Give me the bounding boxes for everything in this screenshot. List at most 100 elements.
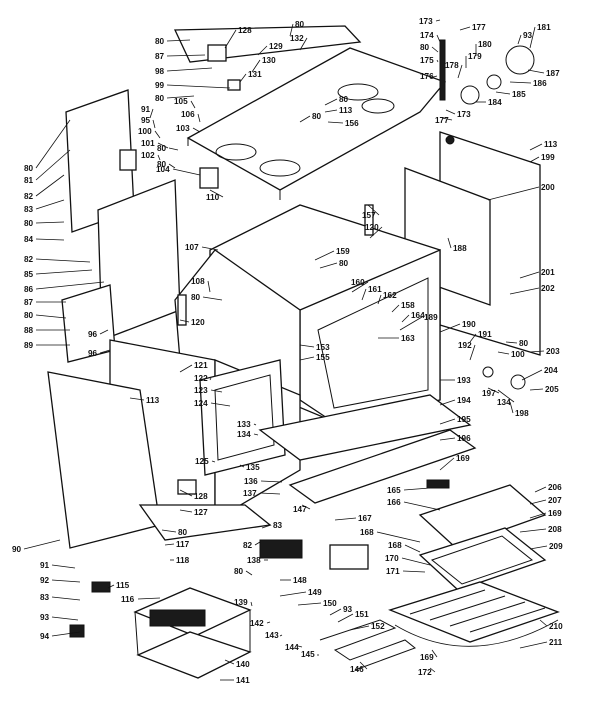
leader-line-188 — [447, 237, 452, 249]
part-label-204: 204 — [544, 366, 558, 375]
part-label-178: 178 — [445, 61, 459, 70]
leader-line-102 — [157, 154, 161, 161]
part-label-135: 135 — [246, 463, 260, 472]
part-label-189: 189 — [424, 313, 438, 322]
leader-line-175 — [436, 59, 439, 63]
leader-line-142 — [266, 621, 271, 624]
leader-line-170 — [401, 557, 431, 566]
leader-line-124 — [210, 402, 231, 407]
part-label-80: 80 — [24, 219, 34, 228]
part-label-85: 85 — [24, 270, 34, 279]
part-label-116: 116 — [121, 595, 135, 604]
leader-line-80 — [299, 115, 311, 123]
oven-floor-plates — [258, 394, 477, 504]
leader-line-93 — [517, 34, 522, 45]
part-label-203: 203 — [546, 347, 560, 356]
leader-line-93 — [329, 608, 342, 616]
leader-line-194 — [439, 399, 456, 406]
part-label-146: 146 — [350, 665, 364, 674]
part-label-188: 188 — [453, 244, 467, 253]
part-label-84: 84 — [24, 235, 34, 244]
part-label-172: 172 — [418, 668, 432, 677]
leader-line-207 — [529, 499, 547, 505]
part-label-198: 198 — [515, 409, 529, 418]
part-label-100: 100 — [511, 350, 525, 359]
part-label-141: 141 — [236, 676, 250, 685]
part-label-171: 171 — [386, 567, 400, 576]
leader-line-80 — [505, 341, 518, 344]
leader-line-167 — [334, 517, 357, 521]
leader-line-100 — [154, 130, 161, 139]
part-label-162: 162 — [383, 291, 397, 300]
part-label-147: 147 — [293, 505, 307, 514]
part-label-168: 168 — [360, 528, 374, 537]
part-label-163: 163 — [401, 334, 415, 343]
part-label-92: 92 — [40, 576, 50, 585]
part-label-121: 121 — [194, 361, 208, 370]
part-label-118: 118 — [176, 556, 190, 565]
leader-line-178 — [457, 64, 463, 79]
leader-line-173 — [445, 109, 456, 115]
leader-line-80 — [161, 529, 177, 533]
leader-line-93 — [51, 616, 79, 621]
leader-line-169 — [529, 512, 547, 519]
leader-line-121 — [179, 364, 193, 373]
part-label-150: 150 — [323, 599, 337, 608]
leader-line-80 — [245, 570, 253, 576]
leader-line-108 — [207, 280, 211, 293]
part-label-202: 202 — [541, 284, 555, 293]
part-label-113: 113 — [544, 140, 558, 149]
part-label-80: 80 — [312, 112, 322, 121]
leader-line-168 — [404, 544, 421, 553]
part-label-166: 166 — [387, 498, 401, 507]
part-label-139: 139 — [234, 598, 248, 607]
leader-line-186 — [509, 81, 532, 84]
leader-line-204 — [521, 369, 543, 381]
part-label-177: 177 — [472, 23, 486, 32]
leader-line-80 — [166, 95, 195, 99]
part-label-184: 184 — [488, 98, 502, 107]
leader-line-201 — [519, 271, 540, 279]
part-label-131: 131 — [248, 70, 262, 79]
leader-line-157 — [367, 204, 380, 216]
leader-line-105 — [190, 100, 196, 109]
part-label-91: 91 — [40, 561, 50, 570]
part-label-192: 192 — [458, 341, 472, 350]
leader-line-187 — [527, 69, 545, 74]
leader-line-113 — [324, 109, 338, 113]
leader-line-85 — [35, 269, 93, 275]
leader-line-98 — [166, 67, 213, 72]
leader-line-177 — [441, 117, 453, 121]
part-label-87: 87 — [155, 52, 165, 61]
part-label-91: 91 — [141, 105, 151, 114]
leader-line-96 — [99, 349, 111, 354]
leader-line-161 — [361, 288, 367, 301]
leader-line-82 — [35, 258, 91, 263]
part-label-98: 98 — [155, 67, 165, 76]
part-label-142: 142 — [250, 619, 264, 628]
part-label-169: 169 — [420, 653, 434, 662]
part-label-113: 113 — [339, 106, 353, 115]
leader-line-164 — [401, 314, 410, 323]
part-label-169: 169 — [548, 509, 562, 518]
part-label-187: 187 — [546, 69, 560, 78]
part-label-106: 106 — [181, 110, 195, 119]
part-label-80: 80 — [178, 528, 188, 537]
leader-line-144 — [297, 645, 303, 648]
part-label-157: 157 — [362, 211, 376, 220]
part-label-176: 176 — [420, 72, 434, 81]
oven-rack — [388, 581, 560, 647]
part-label-83: 83 — [24, 205, 34, 214]
leader-line-177 — [459, 26, 471, 31]
part-label-93: 93 — [343, 605, 353, 614]
part-label-185: 185 — [512, 90, 526, 99]
part-label-143: 143 — [265, 631, 279, 640]
leader-line-113 — [529, 143, 543, 151]
leader-line-146 — [359, 661, 368, 670]
part-label-210: 210 — [549, 622, 563, 631]
leader-line-120 — [179, 319, 190, 323]
leader-line-172 — [429, 667, 436, 673]
leader-line-152 — [349, 625, 370, 631]
leader-line-128 — [224, 29, 237, 49]
leader-line-92 — [51, 579, 81, 583]
